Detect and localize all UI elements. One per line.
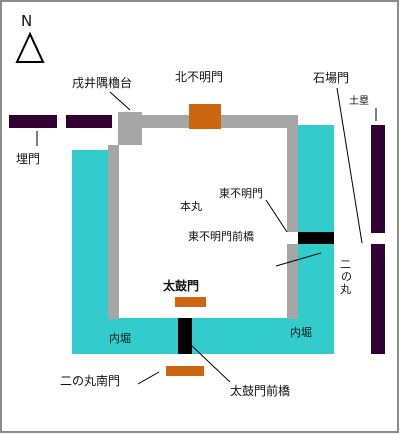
kitafumei-gate-block <box>189 104 221 129</box>
label-ninomaru-south-gate: 二の丸南門 <box>60 373 120 388</box>
leader-taiko-bridge <box>191 345 231 383</box>
label-inuibastion: 戌井隅櫓台 <box>72 75 132 90</box>
honmaru-wall-west <box>108 145 119 319</box>
label-taiko-bridge: 太鼓門前橋 <box>230 383 290 398</box>
label-honmaru: 本丸 <box>180 199 202 213</box>
label-higashi-fumei-bridge: 東不明門前橋 <box>188 229 254 243</box>
inuibastion-block <box>118 112 142 145</box>
higashi-fumei-bridge-block <box>298 232 334 244</box>
compass-north-letter: N <box>21 12 32 30</box>
leader-ninomaru-south-gate <box>137 371 160 385</box>
label-ninomaru-2: の <box>341 270 352 283</box>
dorui-earthwork-lower <box>371 244 385 354</box>
label-dorui: 土塁 <box>349 94 369 107</box>
label-ishiba-gate: 石場門 <box>313 71 349 85</box>
uzumi-earthwork-right <box>66 115 112 128</box>
label-uzumi-gate: 埋門 <box>16 152 40 166</box>
label-taiko-gate: 太鼓門 <box>163 278 199 293</box>
compass-arrow-icon <box>15 31 45 63</box>
taiko-bridge-block <box>178 318 192 354</box>
taiko-gate-block <box>175 297 206 307</box>
label-inner-moat-right: 内堀 <box>290 325 312 339</box>
leader-higashi-fumei-bridge <box>275 252 322 267</box>
dorui-earthwork-upper <box>371 125 385 233</box>
uzumi-earthwork-left <box>9 115 57 128</box>
label-ninomaru-3: 丸 <box>340 283 351 296</box>
inner-moat-west <box>72 150 108 322</box>
leader-ishiba-gate <box>336 87 363 244</box>
leader-inuibastion <box>109 91 131 111</box>
honmaru-wall-east-lower <box>287 244 298 319</box>
inner-moat-south <box>72 318 334 354</box>
label-ninomaru-1: 二 <box>340 258 351 271</box>
honmaru-wall-east-upper <box>287 115 298 232</box>
ninomaru-south-gate-block <box>166 366 204 376</box>
label-inner-moat-left: 内堀 <box>109 331 131 345</box>
label-kitafumei-gate: 北不明門 <box>175 70 223 84</box>
label-higashi-fumei-gate: 東不明門 <box>219 187 263 200</box>
leader-higashi-fumei-gate <box>265 199 288 233</box>
